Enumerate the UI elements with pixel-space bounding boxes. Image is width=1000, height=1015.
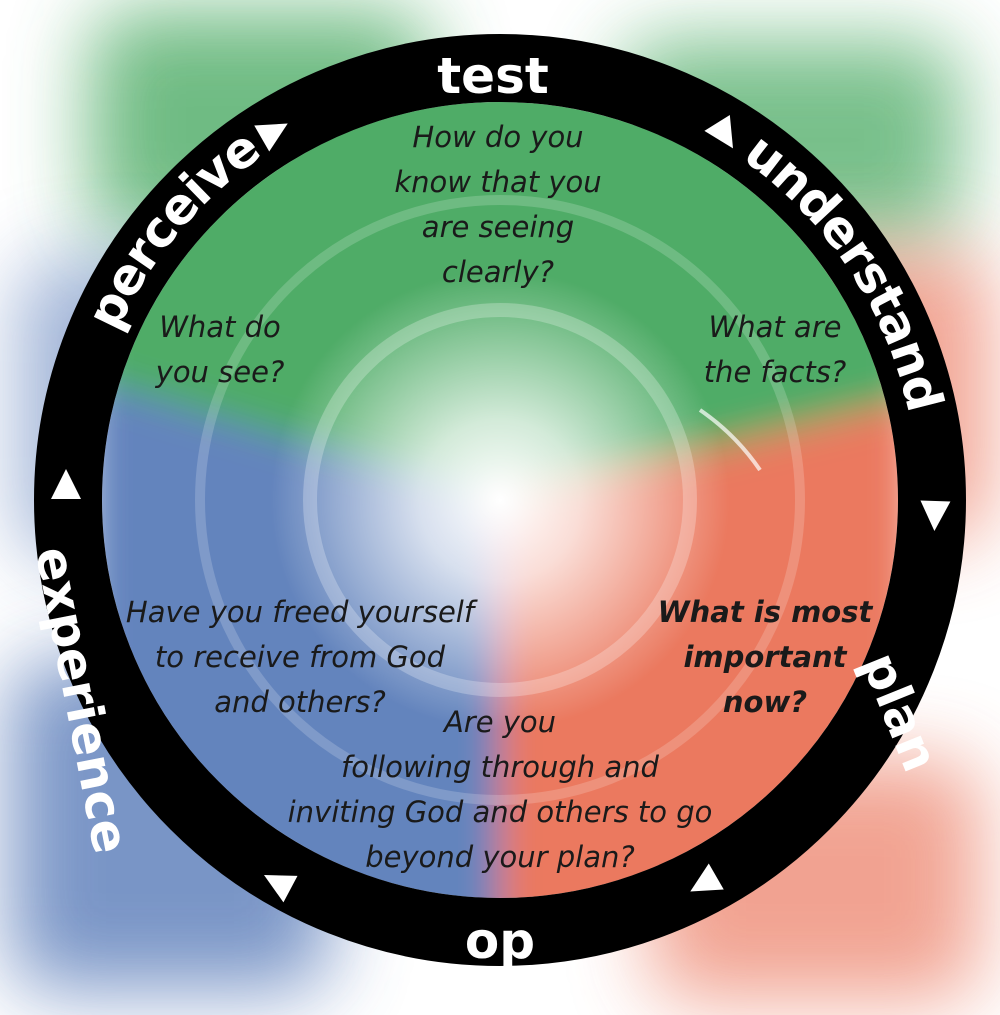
question-line: Are you [443, 705, 557, 739]
question-line: What is most [657, 595, 873, 629]
ring-label-test: test [437, 47, 548, 105]
question-understand: What are the facts? [665, 305, 885, 395]
arrow-understand-plan [920, 500, 951, 531]
cycle-arrows [51, 115, 951, 903]
question-line: you see? [155, 355, 285, 389]
question-line: and others? [214, 685, 386, 719]
question-experience: Have you freed yourself to receive from … [100, 590, 500, 725]
ring-label-op: op [465, 912, 535, 970]
arrow-op-experience [263, 875, 298, 903]
question-line: beyond your plan? [365, 840, 635, 874]
arrow-experience-perceive [51, 469, 81, 499]
question-line: following through and [341, 750, 659, 784]
question-perceive: What do you see? [120, 305, 320, 395]
arrow-test-understand [704, 115, 734, 149]
question-test: How do you know that you are seeing clea… [348, 115, 648, 295]
question-line: are seeing [421, 210, 575, 244]
question-plan: What is most important now? [630, 590, 900, 725]
arrow-plan-op [690, 863, 724, 892]
question-line: clearly? [441, 255, 555, 289]
question-line: How do you [412, 120, 584, 154]
question-line: inviting God and others to go [287, 795, 713, 829]
question-line: the facts? [703, 355, 847, 389]
question-line: What do [159, 310, 281, 344]
question-line: know that you [394, 165, 602, 199]
question-op: Are you following through and inviting G… [250, 700, 750, 880]
question-line: important [683, 640, 847, 674]
question-line: Have you freed yourself [125, 595, 475, 629]
cycle-ring [34, 34, 966, 966]
arrow-perceive-test [254, 123, 288, 152]
question-line: now? [722, 685, 808, 719]
question-line: to receive from God [154, 640, 446, 674]
question-line: What are [708, 310, 842, 344]
